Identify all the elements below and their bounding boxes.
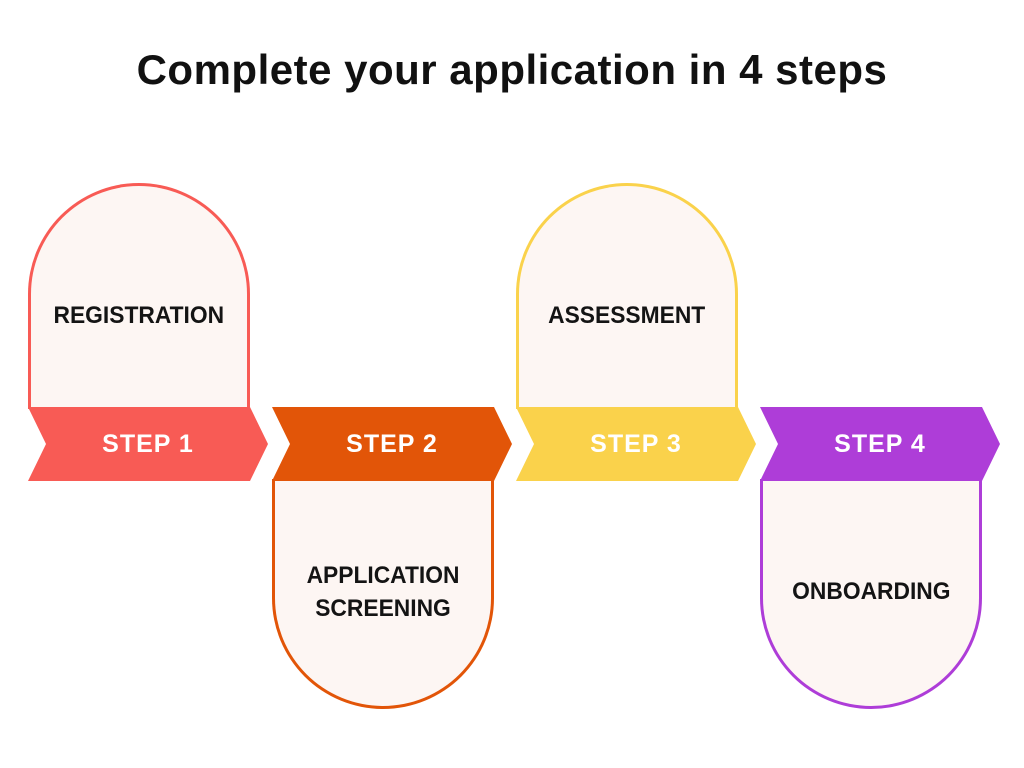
step-1-banner: STEP 1 <box>28 407 268 481</box>
step-3-card-label: ASSESSMENT <box>548 302 706 330</box>
step-4-card-label: ONBOARDING <box>791 578 951 606</box>
step-3-card: ASSESSMENT <box>516 183 738 409</box>
step-3-banner-label: STEP 3 <box>590 429 682 458</box>
step-2-card-label: APPLICATION SCREENING <box>306 562 460 622</box>
step-2-unit: APPLICATION SCREENING STEP 2 <box>272 0 512 768</box>
page-title: Complete your application in 4 steps <box>136 46 888 93</box>
step-4-banner-label: STEP 4 <box>834 429 926 458</box>
step-3-banner: STEP 3 <box>516 407 756 481</box>
step-1-card: REGISTRATION <box>28 183 250 409</box>
step-4-banner: STEP 4 <box>760 407 1000 481</box>
step-4-card: ONBOARDING <box>760 479 982 709</box>
step-1-card-label: REGISTRATION <box>53 302 225 330</box>
step-2-banner: STEP 2 <box>272 407 512 481</box>
step-1-unit: REGISTRATION STEP 1 <box>28 0 268 768</box>
step-2-banner-label: STEP 2 <box>346 429 438 458</box>
step-3-unit: ASSESSMENT STEP 3 <box>516 0 756 768</box>
step-4-unit: ONBOARDING STEP 4 <box>760 0 1000 768</box>
step-2-card: APPLICATION SCREENING <box>272 479 494 709</box>
step-1-banner-label: STEP 1 <box>102 429 194 458</box>
